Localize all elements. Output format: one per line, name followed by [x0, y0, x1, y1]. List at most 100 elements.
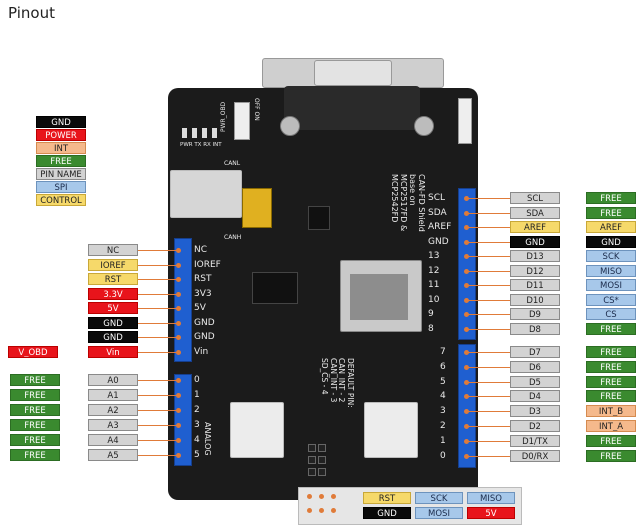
right-b-pin-5: D2 [510, 420, 560, 432]
power-wire-2-dot [176, 277, 181, 282]
right-b-silk-1: 6 [440, 361, 446, 372]
right-b-wire-0-dot [464, 350, 469, 355]
right-func-1: FREE [586, 206, 636, 219]
analog-free-2: FREE [10, 404, 60, 416]
right-wire-8 [466, 314, 510, 315]
right-wire-2 [466, 227, 510, 228]
power-silk-3: 3V3 [194, 288, 212, 299]
right-b-pin-2: D5 [510, 375, 560, 388]
icsp-gnd: GND [363, 507, 411, 519]
right-b-wire-6 [466, 440, 510, 442]
icsp-mosi: MOSI [415, 507, 463, 519]
power-silk-0: NC [194, 245, 208, 255]
right-b-wire-1 [466, 366, 510, 368]
right-b-wire-2-dot [464, 379, 469, 385]
right-silk-3: GND [428, 236, 449, 247]
right-b-pin-0: D7 [510, 346, 560, 358]
power-wire-6-dot [176, 335, 181, 340]
power-wire-4-dot [176, 306, 181, 311]
right-pin-4: D13 [510, 250, 560, 262]
right-b-wire-0 [466, 352, 510, 353]
power-pin-6: GND [88, 331, 138, 343]
power-silk-1: IOREF [194, 259, 221, 270]
right-silk-6: 11 [428, 280, 440, 290]
analog-wire-1-dot [176, 393, 181, 398]
right-b-wire-5 [466, 426, 510, 427]
power-silk-5: GND [194, 317, 215, 328]
power-wire-0-dot [176, 248, 181, 253]
power-pin-7: Vin [88, 345, 138, 358]
right-b-func-2: FREE [586, 375, 636, 388]
mcp-chip [252, 272, 298, 304]
default-pin-text: DEFAULT PIN: CAN_INT - 2 CAN_INT - 3 SD_… [320, 358, 356, 408]
icsp-5v: 5V [467, 507, 515, 519]
right-wire-2-dot [464, 225, 469, 230]
right-silk-8: 9 [428, 309, 434, 319]
right-b-silk-5: 2 [440, 421, 446, 431]
right-b-silk-7: 0 [440, 450, 446, 461]
analog-silk-3: 3 [194, 420, 200, 430]
power-wire-3-dot [176, 291, 181, 297]
right-func-8: CS [586, 308, 636, 320]
power-wire-1-dot [176, 262, 181, 268]
right-wire-9 [466, 328, 510, 330]
right-b-silk-6: 1 [440, 435, 446, 446]
right-b-func-7: FREE [586, 449, 636, 462]
icsp-miso: MISO [467, 492, 515, 504]
shield-board: PWR_OBD OFF ON PWR TX RX INT CANL CANH C… [168, 58, 478, 500]
analog-silk-5: 5 [194, 450, 200, 460]
icsp-legend: RST SCK MISO GND MOSI 5V [298, 487, 522, 525]
right-wire-4-dot [464, 254, 469, 259]
analog-wire-3 [138, 425, 178, 426]
right-b-wire-2 [466, 381, 510, 383]
right-func-2: AREF [586, 221, 636, 233]
right-b-func-1: FREE [586, 360, 636, 373]
icsp-sck: SCK [415, 492, 463, 504]
analog-wire-2 [138, 410, 178, 411]
power-wire-7-dot [176, 349, 181, 355]
legend-spi: SPI [36, 181, 86, 193]
power-wire-5-dot [176, 320, 181, 326]
canl-label: CANL [224, 160, 241, 167]
analog-wire-0 [138, 380, 178, 381]
analog-pin-2: A2 [88, 404, 138, 416]
right-func-6: MOSI [586, 279, 636, 291]
side-switch[interactable] [458, 98, 472, 144]
page-title: Pinout [8, 4, 55, 22]
right-silk-2: AREF [428, 222, 452, 232]
analog-pin-1: A1 [88, 389, 138, 401]
analog-wire-5 [138, 455, 178, 456]
power-pin-4: 5V [88, 302, 138, 314]
analog-wire-5-dot [176, 453, 181, 458]
analog-silk-2: 2 [194, 405, 200, 415]
right-wire-0 [466, 198, 510, 199]
right-b-wire-4 [466, 411, 510, 413]
right-b-wire-3-dot [464, 394, 469, 400]
right-silk-1: SDA [428, 207, 447, 218]
right-b-pin-6: D1/TX [510, 434, 560, 447]
analog-silk-1: 1 [194, 390, 200, 400]
right-wire-7 [466, 299, 510, 301]
pwr-switch[interactable] [234, 102, 250, 140]
led-row [182, 128, 222, 138]
right-wire-3-dot [464, 239, 469, 245]
right-wire-6-dot [464, 283, 469, 288]
right-pin-0: SCL [510, 192, 560, 204]
grove-connector-a0 [230, 402, 284, 458]
power-wire-6 [138, 337, 178, 338]
header-digital-bottom [458, 344, 476, 468]
power-silk-4: 5V [194, 303, 206, 313]
right-pin-1: SDA [510, 206, 560, 219]
right-func-5: MISO [586, 264, 636, 277]
analog-free-3: FREE [10, 419, 60, 431]
right-b-pin-1: D6 [510, 360, 560, 373]
right-func-7: CS* [586, 293, 636, 306]
right-b-func-5: INT_A [586, 420, 636, 432]
analog-wire-3-dot [176, 423, 181, 428]
power-pin-3: 3.3V [88, 287, 138, 300]
right-func-9: FREE [586, 322, 636, 335]
icsp-rst: RST [363, 492, 411, 504]
can-fd-title: CAN-FD Shield base on MCP2517FD & MCP254… [390, 174, 426, 232]
led-labels: PWR TX RX INT [180, 142, 222, 148]
right-pin-3: GND [510, 235, 560, 248]
